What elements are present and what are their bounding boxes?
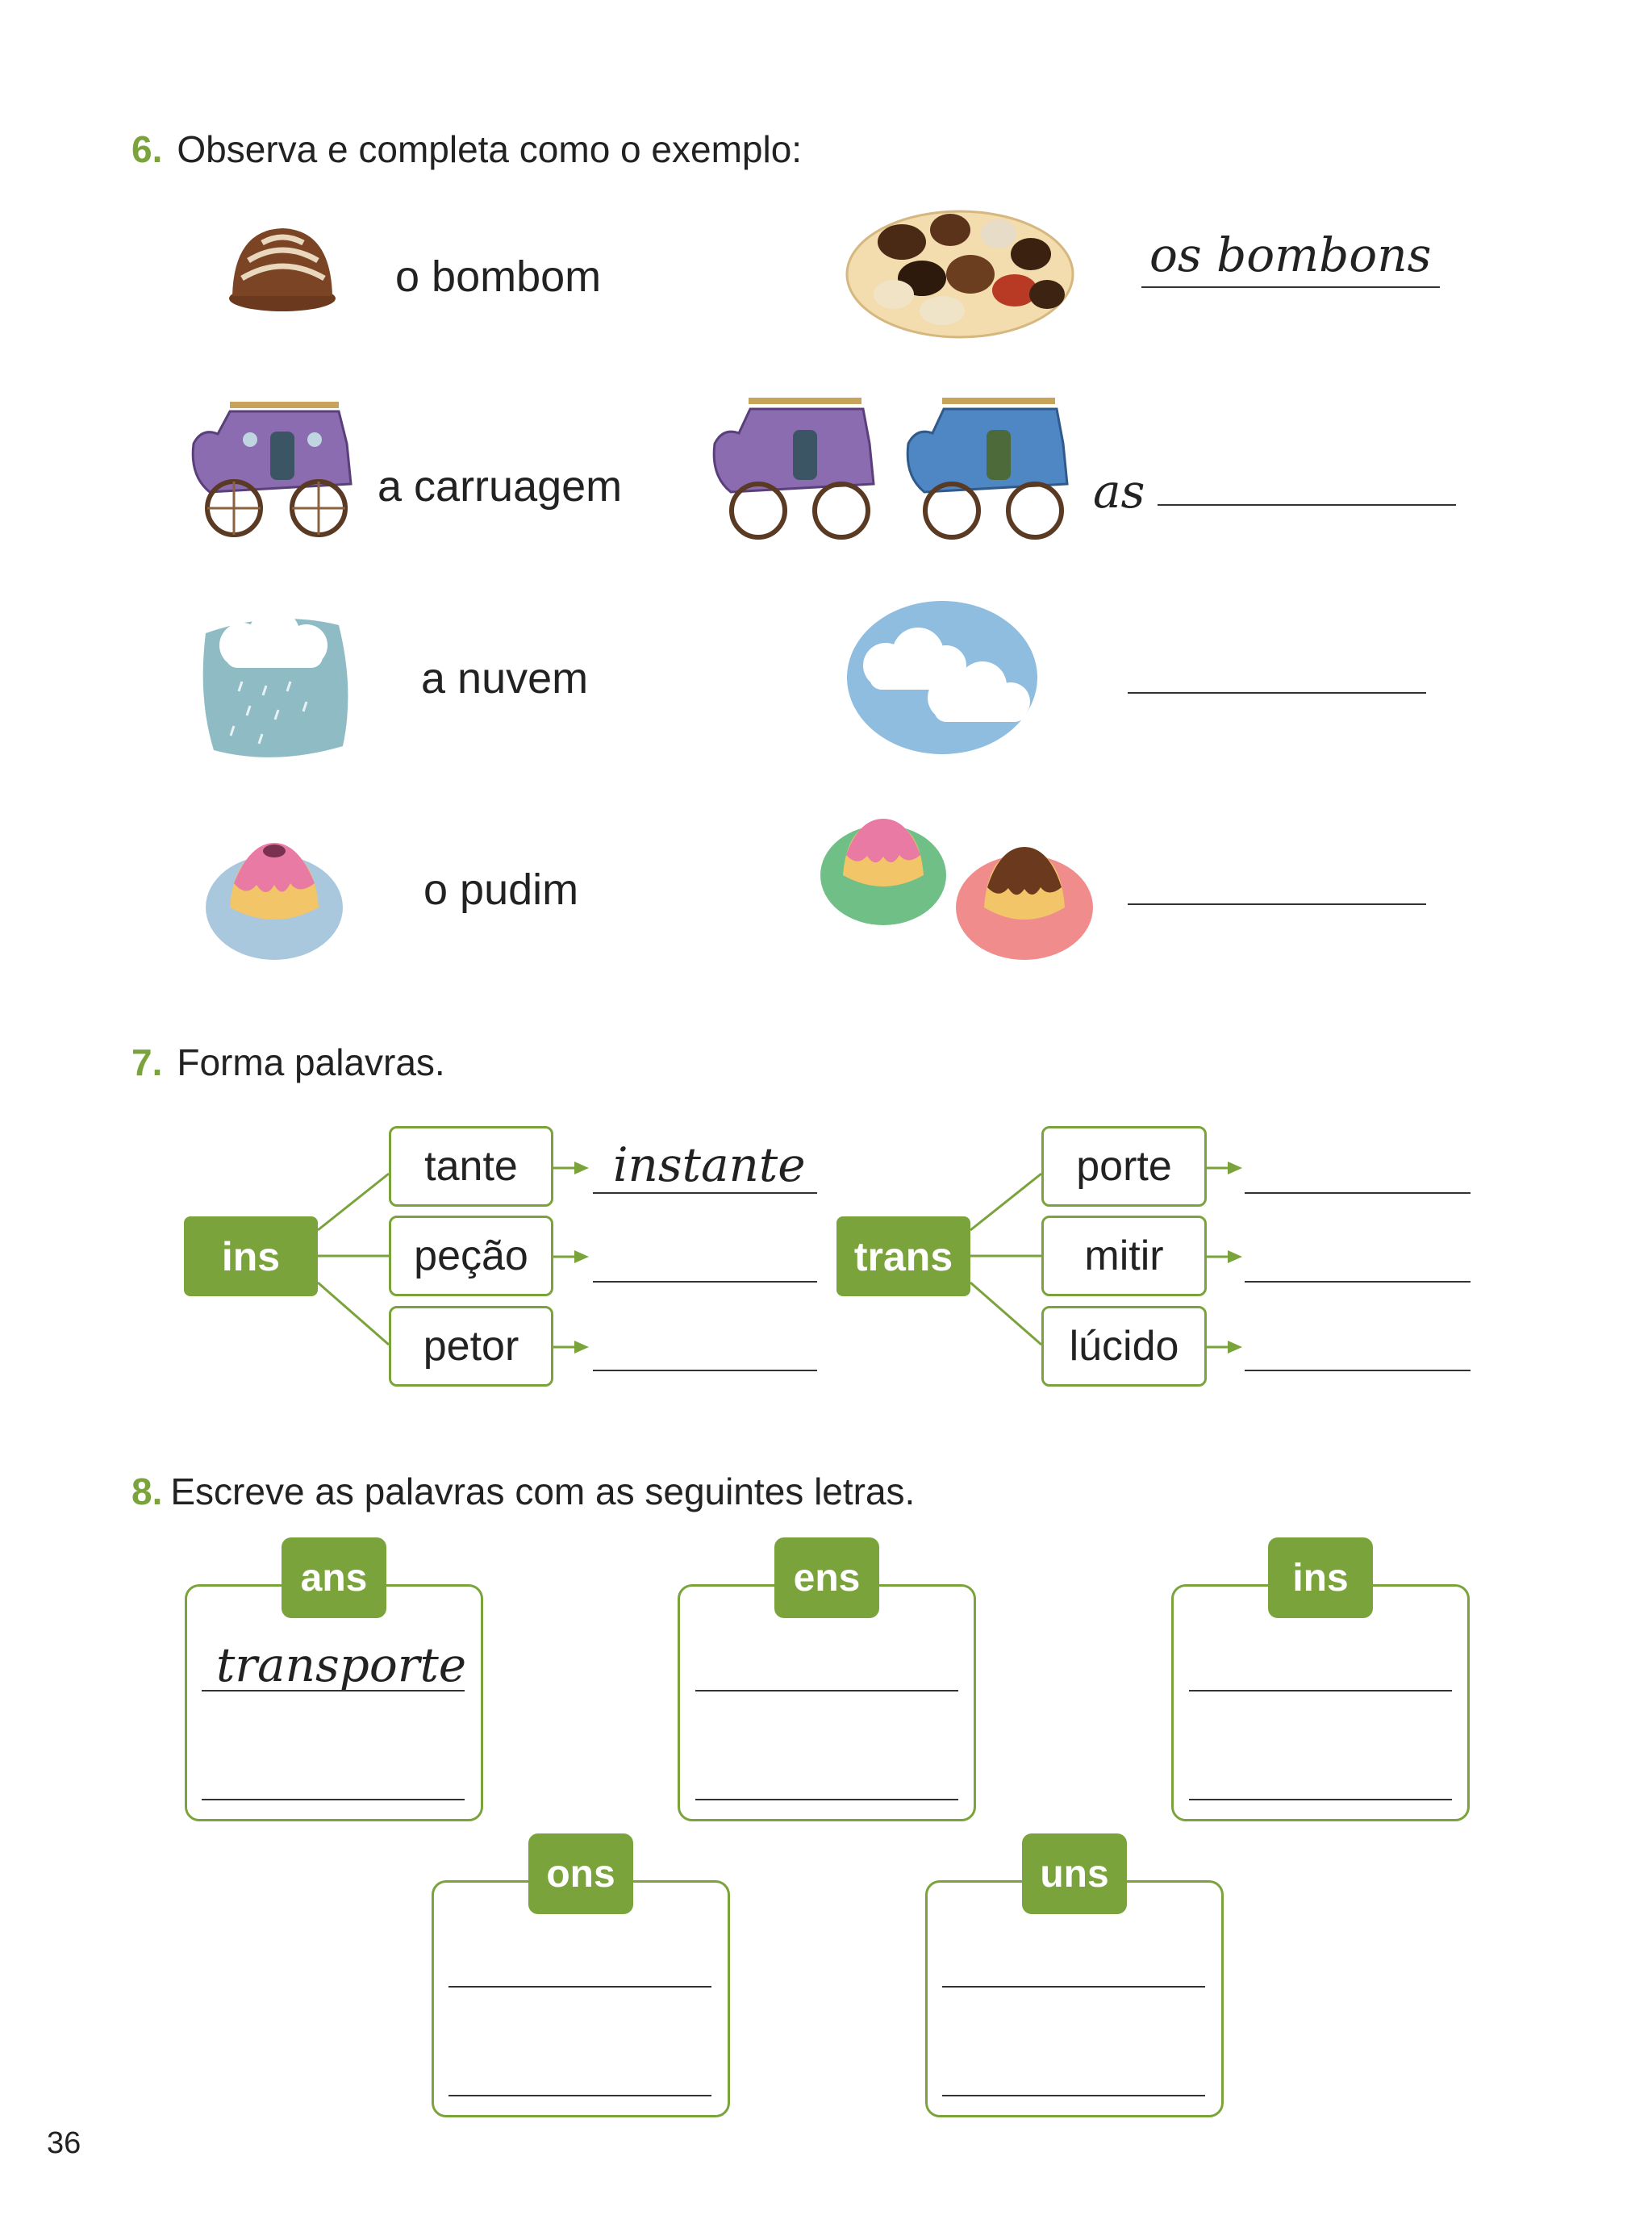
box-ons-line-1[interactable] — [448, 1986, 711, 1988]
exercise-8-text: Escreve as palavras com as seguintes let… — [170, 1470, 916, 1512]
suffix-pecao: peção — [389, 1216, 553, 1296]
page-number: 36 — [47, 2126, 81, 2160]
box-ens-line-2[interactable] — [695, 1799, 958, 1800]
word-box-uns — [925, 1880, 1224, 2117]
answer-line-ins-3[interactable] — [593, 1370, 817, 1371]
suffix-porte: porte — [1041, 1126, 1207, 1207]
suffix-tante: tante — [389, 1126, 553, 1207]
cloud-icon — [202, 609, 348, 757]
answer-line-4[interactable] — [1128, 903, 1426, 905]
word-box-ins — [1171, 1584, 1470, 1821]
box-ans-line-2[interactable] — [202, 1799, 465, 1800]
word-box-ons — [432, 1880, 730, 2117]
box-uns-line-2[interactable] — [942, 2095, 1205, 2096]
answer-line-2[interactable] — [1158, 504, 1456, 506]
box-ens-line-1[interactable] — [695, 1690, 958, 1691]
box-ins-line-1[interactable] — [1189, 1690, 1452, 1691]
plural-prefix-as: as — [1093, 464, 1145, 519]
singular-word-bombom: o bombom — [395, 252, 602, 301]
exercise-8-number: 8. — [131, 1470, 163, 1512]
puddings-icon — [820, 819, 1093, 960]
answer-instante: instante — [613, 1137, 806, 1192]
carriage-icon — [191, 402, 353, 537]
suffix-lucido: lúcido — [1041, 1306, 1207, 1387]
carriages-icon — [712, 398, 1069, 540]
singular-word-nuvem: a nuvem — [421, 654, 589, 703]
word-box-ans — [185, 1584, 483, 1821]
bonbon-icon — [229, 228, 336, 311]
answer-transporte: transporte — [216, 1637, 467, 1692]
singular-word-pudim: o pudim — [423, 866, 579, 914]
word-box-ens — [678, 1584, 976, 1821]
prefix-ins: ins — [184, 1216, 318, 1296]
exercise-6-number: 6. — [131, 128, 163, 170]
answer-line-1[interactable] — [1141, 286, 1440, 288]
box-ins-line-2[interactable] — [1189, 1799, 1452, 1800]
box-uns-line-1[interactable] — [942, 1986, 1205, 1988]
answer-line-trans-1[interactable] — [1245, 1192, 1471, 1194]
suffix-petor: petor — [389, 1306, 553, 1387]
exercise-6-title: 6. Observa e completa como o exemplo: — [131, 127, 802, 171]
suffix-mitir: mitir — [1041, 1216, 1207, 1296]
answer-line-ins-1[interactable] — [593, 1192, 817, 1194]
exercise-8-title: 8.Escreve as palavras com as seguintes l… — [131, 1470, 915, 1513]
answer-line-trans-2[interactable] — [1245, 1281, 1471, 1283]
tag-ins: ins — [1268, 1537, 1373, 1618]
answer-line-3[interactable] — [1128, 692, 1426, 694]
tag-uns: uns — [1022, 1833, 1127, 1914]
tag-ens: ens — [774, 1537, 879, 1618]
exercise-7-title: 7. Forma palavras. — [131, 1041, 445, 1084]
singular-word-carruagem: a carruagem — [378, 462, 623, 511]
answer-line-trans-3[interactable] — [1245, 1370, 1471, 1371]
tag-ons: ons — [528, 1833, 633, 1914]
plural-answer-bombons: os bombons — [1149, 227, 1432, 282]
exercise-7-text: Forma palavras. — [177, 1041, 445, 1083]
clouds-icon — [847, 601, 1037, 754]
exercise-7-number: 7. — [131, 1041, 163, 1083]
answer-line-ins-2[interactable] — [593, 1281, 817, 1283]
prefix-trans: trans — [836, 1216, 970, 1296]
pudding-icon — [206, 843, 343, 960]
tag-ans: ans — [282, 1537, 386, 1618]
exercise-6-text: Observa e completa como o exemplo: — [177, 128, 803, 170]
box-ans-line-1[interactable] — [202, 1690, 465, 1691]
connector-lines — [317, 1162, 1242, 1354]
bonbons-plate-icon — [845, 210, 1074, 339]
box-ons-line-2[interactable] — [448, 2095, 711, 2096]
